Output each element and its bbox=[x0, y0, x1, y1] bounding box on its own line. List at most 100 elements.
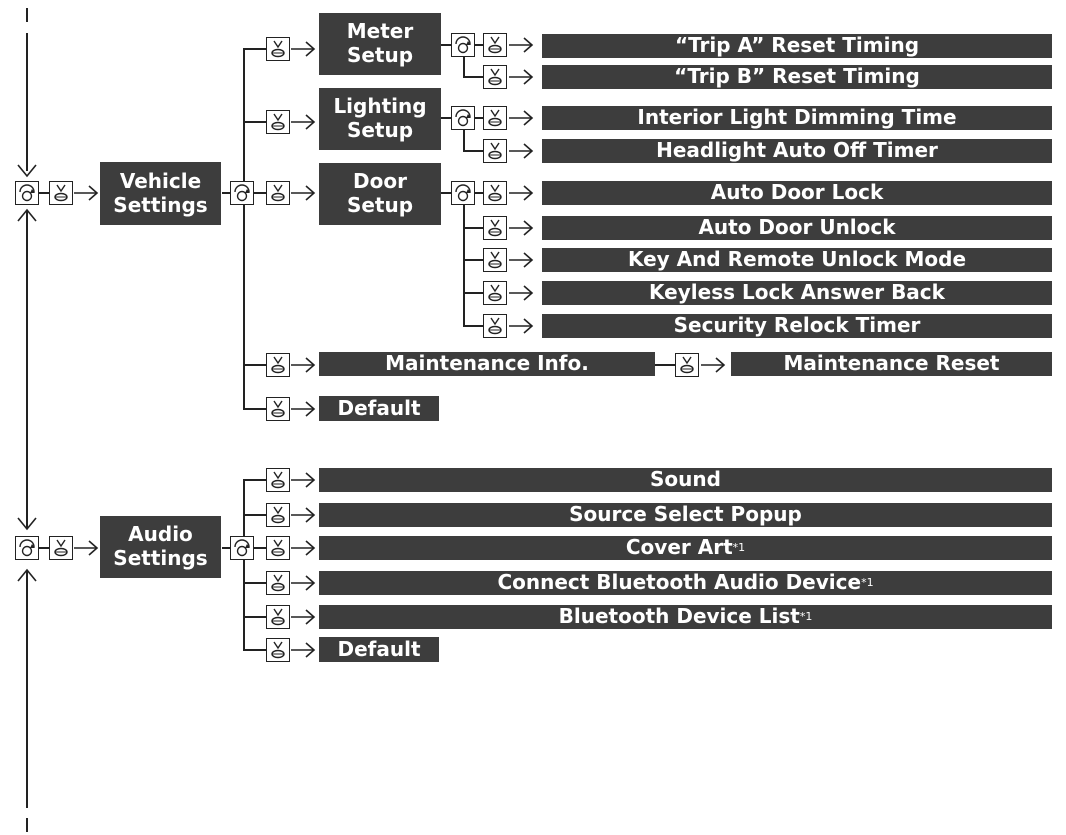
connector bbox=[222, 547, 230, 549]
connector bbox=[463, 150, 483, 152]
press-icon bbox=[483, 314, 507, 338]
press-icon bbox=[483, 248, 507, 272]
arrow-right bbox=[291, 401, 316, 417]
arrow-down-to-audio bbox=[17, 517, 37, 531]
cover-art-label: Cover Art bbox=[625, 535, 733, 560]
bluetooth-device-list-box: Bluetooth Device List*1 bbox=[319, 605, 1052, 629]
vehicle-settings-box: Vehicle Settings bbox=[100, 162, 221, 225]
lighting-setup-box: Lighting Setup bbox=[319, 88, 441, 150]
sound-box: Sound bbox=[319, 467, 1052, 492]
connector bbox=[441, 117, 451, 119]
arrow-right bbox=[291, 575, 316, 591]
connector bbox=[243, 514, 266, 516]
press-icon bbox=[483, 181, 507, 205]
connector bbox=[475, 117, 483, 119]
connector bbox=[463, 130, 465, 151]
keyless-lock-answer-back-box: Keyless Lock Answer Back bbox=[542, 280, 1052, 305]
connector bbox=[463, 57, 465, 77]
press-icon bbox=[266, 37, 290, 61]
rotate-icon bbox=[451, 33, 475, 57]
arrow-right bbox=[509, 143, 534, 159]
connect-bluetooth-audio-device-box: Connect Bluetooth Audio Device*1 bbox=[319, 571, 1052, 595]
spine-upper bbox=[26, 33, 28, 171]
connector bbox=[463, 227, 483, 229]
connector bbox=[475, 44, 483, 46]
arrow-right bbox=[291, 507, 316, 523]
trip-b-reset-timing-box: “Trip B” Reset Timing bbox=[542, 64, 1052, 89]
connector bbox=[243, 48, 266, 50]
arrow-down-to-vehicle bbox=[17, 164, 37, 178]
arrow-right bbox=[509, 220, 534, 236]
connector bbox=[243, 649, 266, 651]
connector bbox=[463, 76, 483, 78]
audio-default-box: Default bbox=[319, 637, 439, 662]
rotate-icon bbox=[230, 536, 254, 560]
trip-a-reset-timing-box: “Trip A” Reset Timing bbox=[542, 33, 1052, 58]
rotate-icon bbox=[15, 536, 39, 560]
connector bbox=[441, 44, 451, 46]
arrow-right bbox=[291, 609, 316, 625]
arrow-right bbox=[291, 114, 316, 130]
press-icon bbox=[483, 216, 507, 240]
spine-middle bbox=[26, 210, 28, 528]
auto-door-unlock-box: Auto Door Unlock bbox=[542, 215, 1052, 240]
press-icon bbox=[266, 605, 290, 629]
security-relock-timer-box: Security Relock Timer bbox=[542, 313, 1052, 338]
vehicle-trunk bbox=[243, 48, 245, 409]
press-icon bbox=[266, 503, 290, 527]
arrow-right bbox=[291, 357, 316, 373]
press-icon bbox=[266, 571, 290, 595]
press-icon bbox=[483, 139, 507, 163]
press-icon bbox=[49, 536, 73, 560]
headlight-auto-off-timer-box: Headlight Auto Off Timer bbox=[542, 138, 1052, 163]
door-sub-trunk bbox=[463, 205, 465, 326]
connector bbox=[222, 192, 230, 194]
door-setup-box: Door Setup bbox=[319, 163, 441, 225]
connector bbox=[441, 192, 451, 194]
press-icon bbox=[483, 33, 507, 57]
connector bbox=[243, 408, 266, 410]
arrow-right bbox=[509, 252, 534, 268]
arrow-right bbox=[291, 185, 316, 201]
press-icon bbox=[266, 397, 290, 421]
arrow-right bbox=[291, 472, 316, 488]
arrow-right bbox=[701, 357, 726, 373]
connector bbox=[254, 192, 266, 194]
key-and-remote-unlock-mode-box: Key And Remote Unlock Mode bbox=[542, 247, 1052, 272]
spine-lower bbox=[26, 570, 28, 808]
connector bbox=[39, 192, 49, 194]
connector bbox=[243, 582, 266, 584]
press-icon bbox=[266, 468, 290, 492]
connector bbox=[463, 259, 483, 261]
press-icon bbox=[266, 353, 290, 377]
rotate-icon bbox=[15, 181, 39, 205]
arrow-right bbox=[509, 285, 534, 301]
connector bbox=[243, 364, 266, 366]
connector bbox=[243, 121, 266, 123]
arrow-right bbox=[509, 110, 534, 126]
maintenance-info-box: Maintenance Info. bbox=[319, 351, 655, 376]
arrow-right bbox=[291, 642, 316, 658]
arrow-right bbox=[291, 41, 316, 57]
press-icon bbox=[675, 353, 699, 377]
press-icon bbox=[483, 281, 507, 305]
bluetooth-device-list-label: Bluetooth Device List bbox=[558, 604, 800, 629]
arrow-right bbox=[509, 69, 534, 85]
arrow-right bbox=[74, 540, 99, 556]
arrow-right bbox=[509, 185, 534, 201]
meter-setup-box: Meter Setup bbox=[319, 13, 441, 75]
maintenance-reset-box: Maintenance Reset bbox=[731, 351, 1052, 376]
connector bbox=[243, 616, 266, 618]
connector bbox=[655, 364, 675, 366]
rotate-icon bbox=[451, 106, 475, 130]
arrow-right bbox=[74, 185, 99, 201]
press-icon bbox=[266, 110, 290, 134]
spine-top-stub bbox=[26, 8, 28, 22]
press-icon bbox=[266, 536, 290, 560]
arrow-right bbox=[509, 37, 534, 53]
spine-bottom-stub bbox=[26, 818, 28, 832]
audio-trunk bbox=[243, 479, 245, 650]
connector bbox=[463, 292, 483, 294]
auto-door-lock-box: Auto Door Lock bbox=[542, 180, 1052, 205]
